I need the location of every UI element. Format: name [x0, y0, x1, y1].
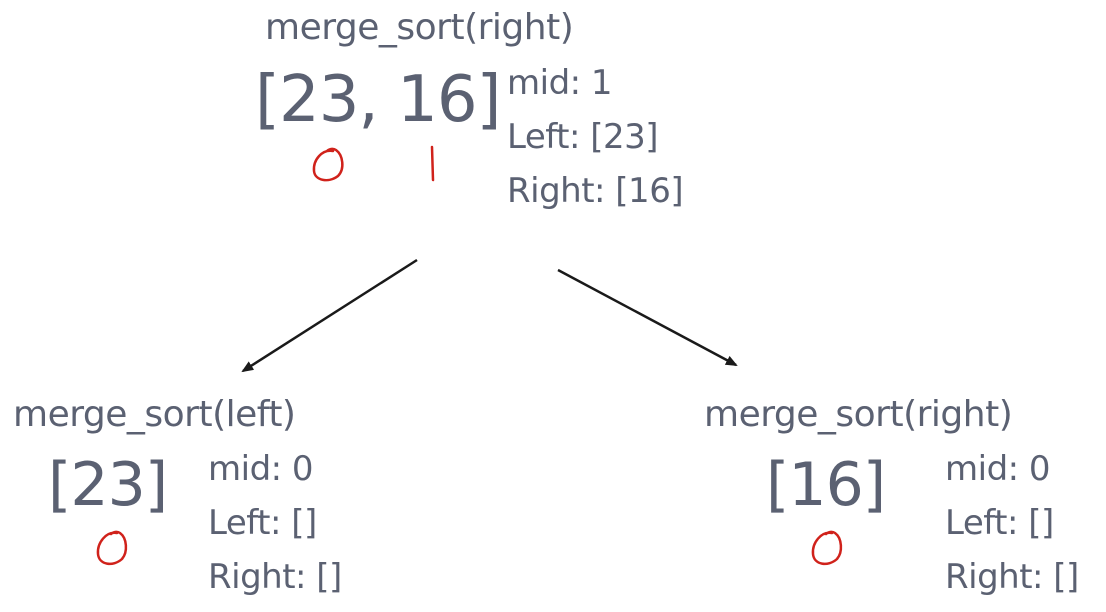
root-title: merge_sort(right)	[265, 7, 574, 48]
right-node-title: merge_sort(right)	[704, 394, 1013, 435]
left-node-title: merge_sort(left)	[13, 394, 296, 435]
right-node-right: Right: []	[945, 557, 1079, 597]
root-array: [23, 16]	[255, 63, 501, 137]
left-node-array: [23]	[48, 450, 168, 520]
right-node-left: Left: []	[945, 503, 1054, 543]
arrow-to-right-child	[557, 268, 738, 367]
right-node-info: mid: 0 Left: [] Right: []	[945, 442, 1079, 604]
left-node-info: mid: 0 Left: [] Right: []	[208, 442, 342, 604]
right-node-mid: mid: 0	[945, 449, 1051, 489]
root-right: Right: [16]	[507, 171, 684, 211]
arrow-to-left-child	[241, 258, 418, 373]
root-info: mid: 1 Left: [23] Right: [16]	[507, 56, 684, 218]
root-left: Left: [23]	[507, 117, 659, 157]
left-node-mid: mid: 0	[208, 449, 314, 489]
right-node-index-0-annotation	[811, 530, 843, 566]
left-node-index-0-annotation	[96, 530, 128, 566]
left-node-right: Right: []	[208, 557, 342, 597]
left-node-left: Left: []	[208, 503, 317, 543]
root-mid: mid: 1	[507, 63, 613, 103]
root-index-1-annotation	[430, 145, 435, 182]
root-index-0-annotation	[312, 147, 344, 182]
right-node-array: [16]	[766, 450, 886, 520]
